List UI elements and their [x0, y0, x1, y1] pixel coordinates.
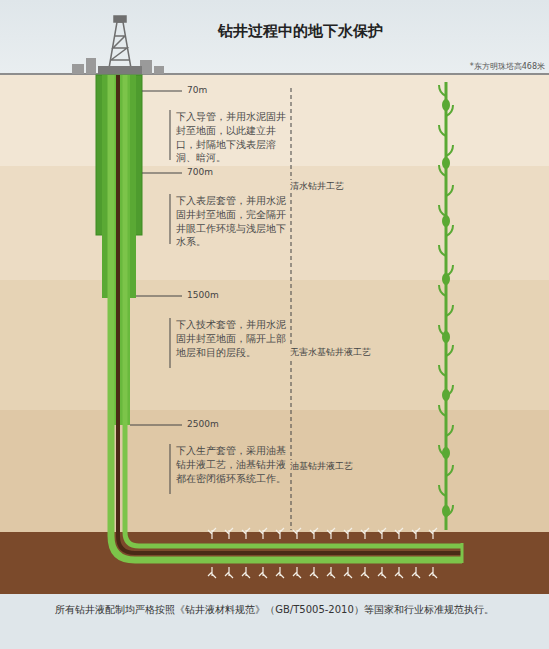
note-label: *东方明珠塔高468米 — [395, 62, 545, 72]
sprout — [361, 567, 369, 578]
step-description: 下入导管，并用水泥固井封至地面，以此建立井口，封隔地下浅表层溶洞、暗河。 — [176, 110, 288, 165]
step-description: 下入生产套管，采用油基钻井液工艺，油基钻井液都在密闭循环系统工作。 — [176, 444, 288, 485]
leaf — [446, 465, 453, 476]
sprout — [259, 528, 267, 539]
stalk-node — [443, 448, 449, 458]
sprout — [293, 528, 301, 539]
leaf — [446, 305, 453, 316]
leaf — [446, 425, 453, 436]
sprout — [378, 567, 386, 578]
sprout — [310, 567, 318, 578]
leaf — [439, 405, 446, 416]
leaf — [446, 345, 453, 356]
stalk-node — [443, 216, 449, 226]
sprout — [242, 528, 250, 539]
leaf — [446, 145, 453, 156]
sprout — [395, 528, 403, 539]
sprout — [412, 567, 420, 578]
leaf — [439, 205, 446, 216]
stalk-node — [443, 332, 449, 342]
depth-label: 70m — [187, 85, 207, 96]
sprout — [225, 528, 233, 539]
sprout — [412, 528, 420, 539]
process-label: 油基钻井液工艺 — [288, 460, 355, 473]
sprout — [429, 528, 437, 539]
sprout — [378, 528, 386, 539]
sprout — [293, 567, 301, 578]
stalk-node — [443, 158, 449, 168]
depth-label: 1500m — [187, 290, 219, 301]
process-label: 清水钻井工艺 — [288, 180, 346, 193]
leaf — [439, 125, 446, 136]
sprout — [344, 567, 352, 578]
stalk-node — [443, 506, 449, 516]
sprout — [208, 567, 216, 578]
sprout — [395, 567, 403, 578]
sprout — [327, 567, 335, 578]
diagram-title: 钻井过程中的地下水保护 — [150, 22, 450, 40]
sprout — [327, 528, 335, 539]
sprout — [344, 528, 352, 539]
sprout — [276, 528, 284, 539]
sprout — [208, 528, 216, 539]
footnote-caption: 所有钻井液配制均严格按照《钻井液材料规范》（GB/T5005-2010）等国家和… — [8, 603, 541, 616]
stalk-node — [443, 390, 449, 400]
depth-label: 700m — [187, 167, 213, 178]
sprout — [429, 567, 437, 578]
leaf — [439, 285, 446, 296]
sprout — [276, 567, 284, 578]
stalk-node — [443, 274, 449, 284]
step-description: 下入表层套管，并用水泥固井封至地面，完全隔开井眼工作环境与浅层地下水系。 — [176, 194, 288, 249]
leaf — [446, 185, 453, 196]
leaf — [439, 485, 446, 496]
depth-label: 2500m — [187, 419, 219, 430]
sprout — [310, 528, 318, 539]
sprout — [242, 567, 250, 578]
process-label: 无害水基钻井液工艺 — [288, 346, 373, 359]
leaf — [439, 245, 446, 256]
leaf — [439, 85, 446, 96]
stalk-node — [443, 100, 449, 110]
sprout — [225, 567, 233, 578]
sprout — [361, 528, 369, 539]
sprout — [259, 567, 267, 578]
leaf — [439, 365, 446, 376]
step-description: 下入技术套管，并用水泥固井封至地面，隔开上部地层和目的层段。 — [176, 318, 288, 359]
